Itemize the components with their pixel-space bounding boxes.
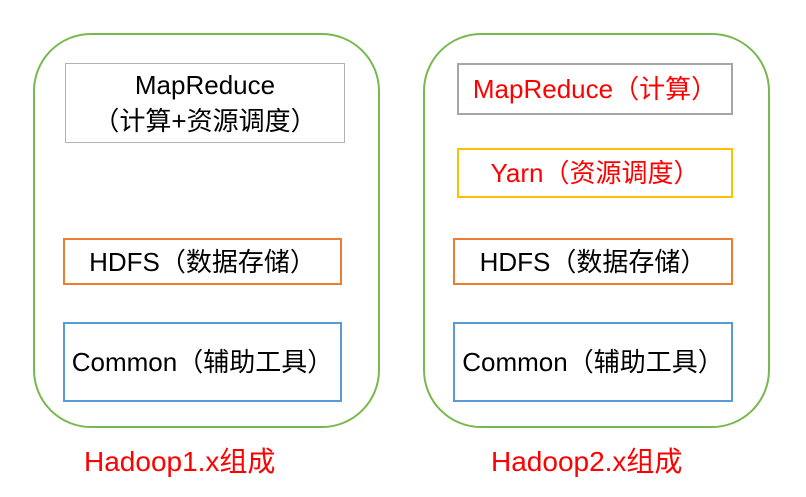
box-hdfs-1x: HDFS（数据存储） [63, 238, 342, 285]
box-yarn-2x: Yarn（资源调度） [457, 148, 733, 198]
box-yarn-2x-label: Yarn（资源调度） [490, 158, 700, 188]
box-hdfs-2x-label: HDFS（数据存储） [479, 246, 707, 277]
box-common-1x: Common（辅助工具） [63, 322, 342, 402]
box-hdfs-2x: HDFS（数据存储） [453, 238, 733, 285]
caption-hadoop2x: Hadoop2.x组成 [491, 446, 683, 477]
box-mapreduce-2x-label: MapReduce（计算） [472, 74, 718, 104]
box-mapreduce-1x: MapReduce （计算+资源调度） [65, 63, 345, 143]
box-mapreduce-2x: MapReduce（计算） [457, 63, 733, 115]
box-mapreduce-1x-line2: （计算+资源调度） [93, 106, 317, 136]
caption-hadoop1x: Hadoop1.x组成 [84, 446, 276, 477]
panel-hadoop2x: MapReduce（计算） Yarn（资源调度） HDFS（数据存储） Comm… [423, 33, 770, 428]
box-hdfs-1x-label: HDFS（数据存储） [89, 246, 316, 277]
box-common-1x-label: Common（辅助工具） [71, 347, 334, 377]
panel-hadoop1x: MapReduce （计算+资源调度） HDFS（数据存储） Common（辅助… [33, 33, 380, 428]
box-common-2x-label: Common（辅助工具） [462, 347, 724, 377]
box-common-2x: Common（辅助工具） [453, 322, 733, 402]
box-mapreduce-1x-line1: MapReduce [134, 70, 276, 100]
